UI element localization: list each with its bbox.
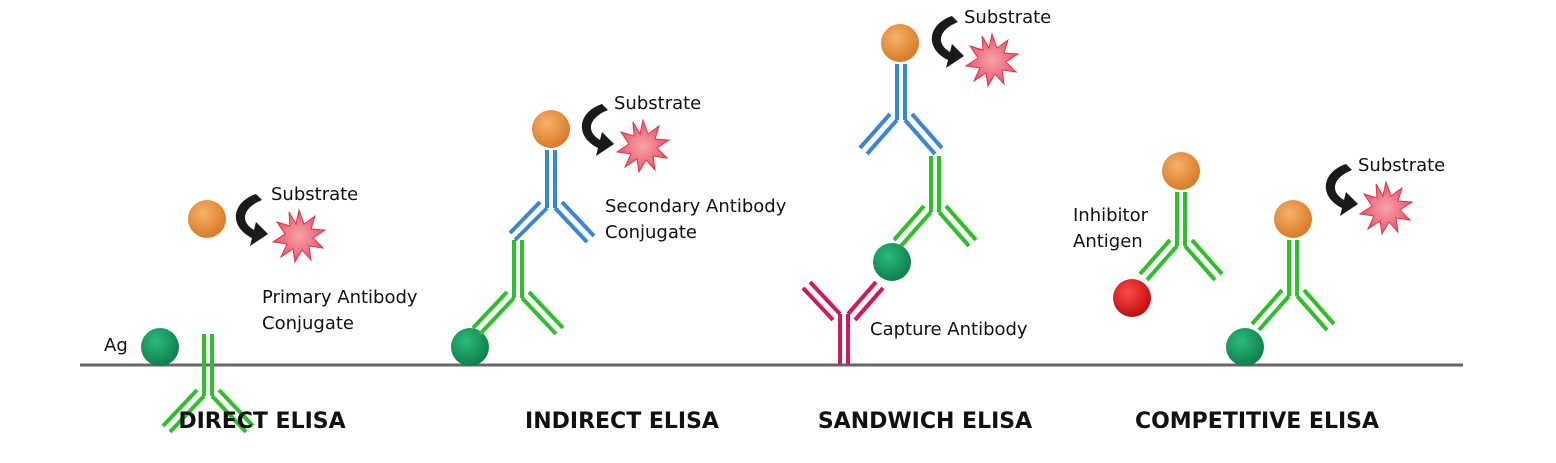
antigen-circle: [1226, 328, 1264, 366]
primary-antibody: [1250, 240, 1336, 332]
enzyme-circle: [881, 24, 919, 62]
primary-antibody: [471, 240, 565, 336]
inhibitor-label-line1: Inhibitor: [1073, 205, 1149, 226]
enzyme-circle: [1274, 200, 1312, 238]
substrate-star-icon: [965, 33, 1019, 87]
inhibitor-antigen-circle: [1113, 279, 1151, 317]
enzyme-circle: [188, 200, 226, 238]
capture-antibody: [801, 280, 885, 364]
panel-title: DIRECT ELISA: [178, 409, 345, 434]
primary-label-line1: Primary Antibody: [262, 287, 418, 308]
detection-antibody: [892, 156, 978, 248]
substrate-star-icon: [1359, 181, 1413, 235]
primary-antibody: [161, 334, 255, 434]
secondary-label-line1: Secondary Antibody: [605, 196, 787, 217]
substrate-star-icon: [272, 209, 326, 263]
inhibitor-label-line2: Antigen: [1073, 231, 1143, 252]
secondary-antibody: [508, 150, 596, 244]
secondary-label-line2: Conjugate: [605, 222, 697, 243]
primary-label-line2: Conjugate: [262, 313, 354, 334]
sandwich-elisa-panel: Substrate Capture Antibody SANDWICH ELIS…: [801, 7, 1051, 434]
substrate-label: Substrate: [1358, 155, 1445, 176]
antigen-circle: [451, 328, 489, 366]
enzyme-circle: [1162, 152, 1200, 190]
curved-arrow-icon: [235, 194, 268, 246]
enzyme-circle: [532, 110, 570, 148]
curved-arrow-icon: [1325, 164, 1358, 216]
substrate-label: Substrate: [614, 93, 701, 114]
indirect-elisa-panel: Substrate Secondary Antibody Conjugate I…: [451, 93, 787, 434]
ag-label: Ag: [104, 335, 128, 356]
antigen-circle: [873, 243, 911, 281]
panel-title: COMPETITIVE ELISA: [1135, 409, 1379, 434]
capture-label: Capture Antibody: [870, 319, 1028, 340]
competitive-elisa-panel: Inhibitor Antigen Substrate COMPETITIVE …: [1073, 152, 1445, 434]
substrate-label: Substrate: [964, 7, 1051, 28]
free-antibody: [1138, 192, 1224, 282]
direct-elisa-panel: Ag Substrate Primary Antibody Conjugate …: [104, 184, 418, 434]
panel-title: INDIRECT ELISA: [525, 409, 719, 434]
curved-arrow-icon: [931, 16, 964, 68]
curved-arrow-icon: [581, 104, 614, 156]
antigen-circle: [141, 328, 179, 366]
panel-title: SANDWICH ELISA: [818, 409, 1032, 434]
secondary-antibody: [858, 64, 944, 156]
substrate-label: Substrate: [271, 184, 358, 205]
substrate-star-icon: [616, 119, 670, 173]
